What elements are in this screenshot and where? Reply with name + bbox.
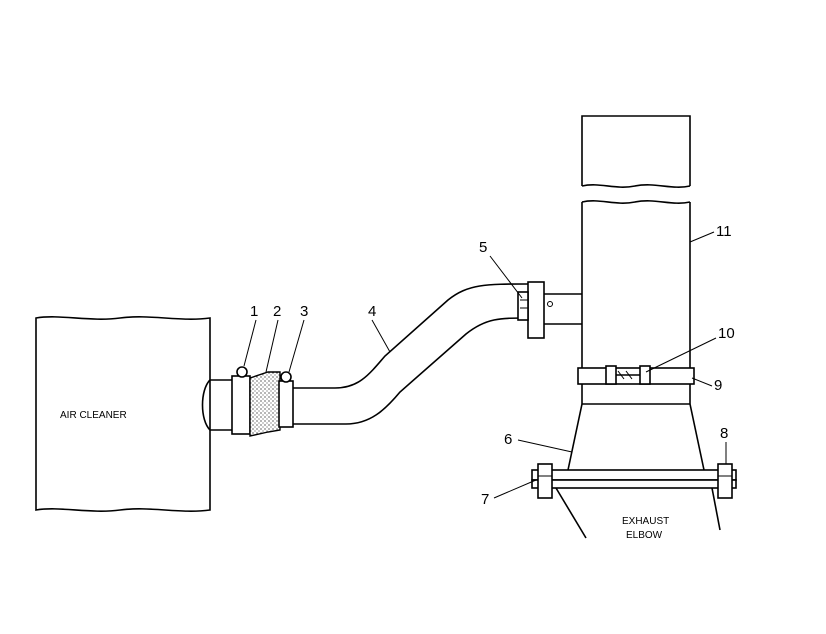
clamp-1 bbox=[231, 366, 251, 435]
callout-8: 8 bbox=[720, 425, 728, 442]
callout-7: 7 bbox=[481, 491, 489, 508]
sleeve bbox=[581, 384, 691, 405]
callout-5: 5 bbox=[479, 239, 487, 256]
air-cleaner-outlet bbox=[201, 379, 236, 431]
callout-11: 11 bbox=[716, 223, 732, 240]
callout-4: 4 bbox=[368, 303, 376, 320]
tube bbox=[293, 283, 529, 425]
callout-10: 10 bbox=[718, 325, 735, 342]
flange-5 bbox=[517, 281, 582, 339]
adapter-6 bbox=[567, 403, 705, 471]
callout-9: 9 bbox=[714, 377, 722, 394]
exhaust-elbow: EXHAUST ELBOW bbox=[555, 487, 721, 541]
exhaust-elbow-label-1: EXHAUST bbox=[622, 516, 669, 527]
callout-2: 2 bbox=[273, 303, 281, 320]
base-flange bbox=[531, 463, 737, 499]
callout-6: 6 bbox=[504, 431, 512, 448]
band-clamp bbox=[577, 365, 695, 385]
clamp-3 bbox=[278, 371, 294, 428]
callout-1: 1 bbox=[250, 303, 258, 320]
air-cleaner-label: AIR CLEANER bbox=[60, 410, 127, 421]
upper-pipe-section bbox=[581, 115, 691, 188]
hose-reducer bbox=[249, 371, 281, 437]
callouts: 1 2 3 4 5 11 10 9 6 7 8 bbox=[243, 223, 735, 508]
pipe-11 bbox=[581, 200, 691, 368]
air-cleaner: AIR CLEANER bbox=[35, 316, 211, 512]
exhaust-elbow-label-2: ELBOW bbox=[626, 530, 663, 541]
callout-3: 3 bbox=[300, 303, 308, 320]
